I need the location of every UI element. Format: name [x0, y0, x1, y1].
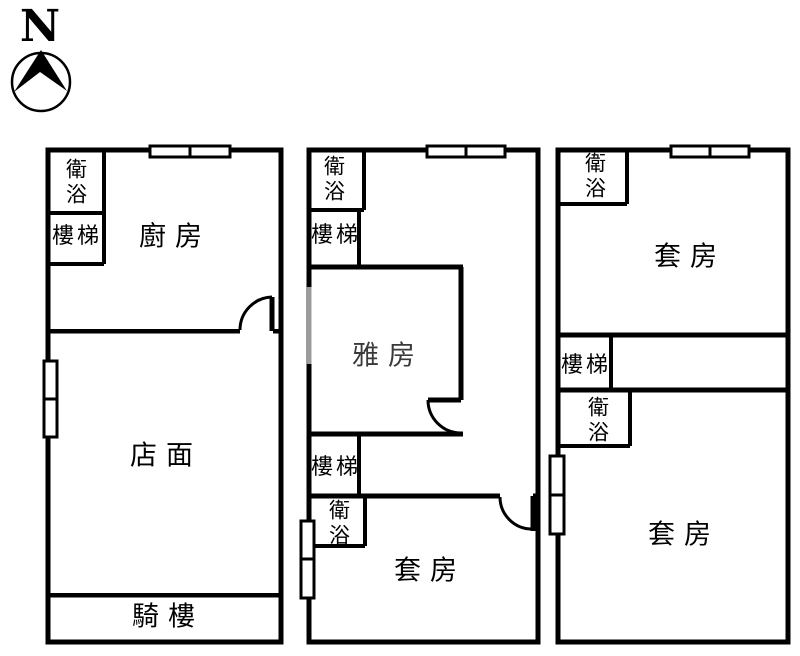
- window-icon: [548, 454, 566, 536]
- room-label-suite-top: 套房: [654, 241, 726, 273]
- room-label-bath-top: 衛浴: [582, 152, 607, 202]
- room-label-arcade: 騎樓: [132, 601, 204, 633]
- room-label-storefront: 店面: [130, 440, 202, 472]
- room-label-bath-top: 衛浴: [321, 155, 346, 205]
- room-label-bath-middle: 衛浴: [585, 396, 610, 446]
- window-icon: [42, 359, 59, 439]
- door-arc: [426, 399, 462, 435]
- room-label-stairs: 樓梯: [51, 224, 103, 249]
- outer-wall: [306, 147, 541, 645]
- room-label-bath-bottom: 衛浴: [326, 499, 351, 549]
- compass-icon: [10, 50, 72, 113]
- door-arc: [238, 295, 273, 331]
- window-icon: [669, 144, 751, 159]
- window-icon: [425, 144, 507, 159]
- room-label-stairs-bottom: 樓梯: [310, 455, 362, 480]
- floor-middle-walls: [306, 147, 541, 645]
- door-swing-icon: [238, 295, 275, 331]
- room-label-stairs: 樓梯: [560, 353, 612, 378]
- room-label-bath: 衛浴: [63, 158, 88, 208]
- room-label-stairs-top: 樓梯: [310, 223, 362, 248]
- floor-right-walls: [555, 147, 791, 645]
- door-swing-icon: [498, 496, 536, 531]
- room-label-suite: 套房: [394, 555, 466, 587]
- window-icon: [299, 519, 316, 600]
- door-swing-icon: [426, 397, 462, 435]
- room-label-suite-bottom: 套房: [648, 519, 720, 551]
- north-label: N: [19, 1, 61, 52]
- room-label-kitchen: 廚房: [139, 221, 211, 253]
- room-label-plain-room: 雅房: [352, 340, 424, 372]
- faded-wall-segment: [306, 287, 312, 364]
- door-arc: [498, 496, 533, 531]
- north-arrow-icon: [14, 50, 67, 92]
- window-icon: [148, 144, 232, 159]
